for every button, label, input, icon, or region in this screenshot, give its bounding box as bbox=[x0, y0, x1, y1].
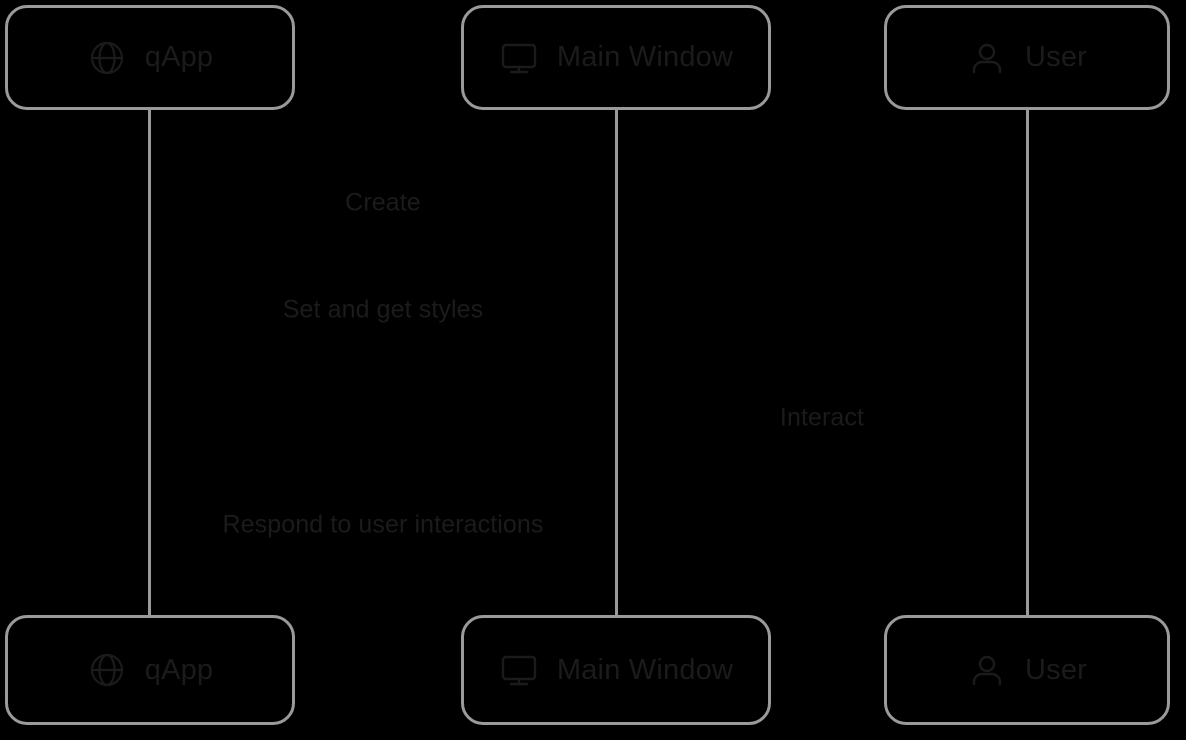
participant-main-window-top[interactable]: Main Window bbox=[461, 5, 771, 110]
person-icon bbox=[967, 38, 1007, 78]
participant-label: User bbox=[1024, 653, 1088, 686]
message-label-interact: Interact bbox=[779, 403, 865, 432]
globe-icon bbox=[87, 38, 127, 78]
lifeline-qapp bbox=[148, 108, 151, 618]
person-icon bbox=[967, 650, 1007, 690]
participant-user-bottom[interactable]: User bbox=[884, 615, 1170, 725]
participant-label: Main Window bbox=[556, 41, 734, 73]
globe-icon bbox=[87, 650, 127, 690]
participant-qapp-bottom[interactable]: qApp bbox=[5, 615, 295, 725]
participant-label: User bbox=[1024, 41, 1088, 73]
participant-qapp-top[interactable]: qApp bbox=[5, 5, 295, 110]
message-label-create: Create bbox=[345, 188, 421, 217]
participant-label: qApp bbox=[144, 653, 214, 686]
participant-main-window-bottom[interactable]: Main Window bbox=[461, 615, 771, 725]
participant-user-top[interactable]: User bbox=[884, 5, 1170, 110]
monitor-icon bbox=[499, 38, 539, 78]
lifeline-user bbox=[1026, 108, 1029, 618]
message-label-set-and-get-styles: Set and get styles bbox=[282, 295, 484, 324]
participant-label: Main Window bbox=[556, 653, 734, 686]
message-label-respond-to-user-interactions: Respond to user interactions bbox=[222, 510, 544, 539]
monitor-icon bbox=[499, 650, 539, 690]
lifeline-main-window bbox=[615, 108, 618, 618]
participant-label: qApp bbox=[144, 41, 214, 73]
